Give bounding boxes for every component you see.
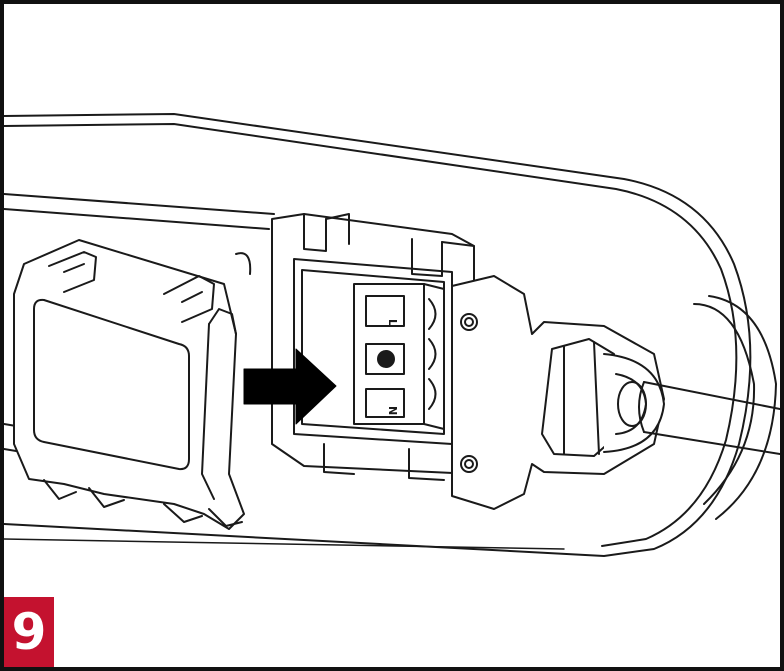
- assembly-illustration: L N: [4, 113, 780, 557]
- terminal-label-l: L: [386, 319, 399, 326]
- power-cable: [638, 381, 780, 455]
- step-number-badge: 9: [4, 597, 54, 667]
- screw-top: [460, 313, 478, 331]
- terminal-cover: [13, 239, 252, 530]
- terminal-block: L N: [353, 283, 445, 430]
- screw-bottom: [460, 455, 478, 473]
- cable-gland: [541, 338, 665, 457]
- insert-direction-arrow: [243, 348, 337, 425]
- housing-body: [4, 113, 777, 557]
- terminal-label-n: N: [386, 406, 399, 415]
